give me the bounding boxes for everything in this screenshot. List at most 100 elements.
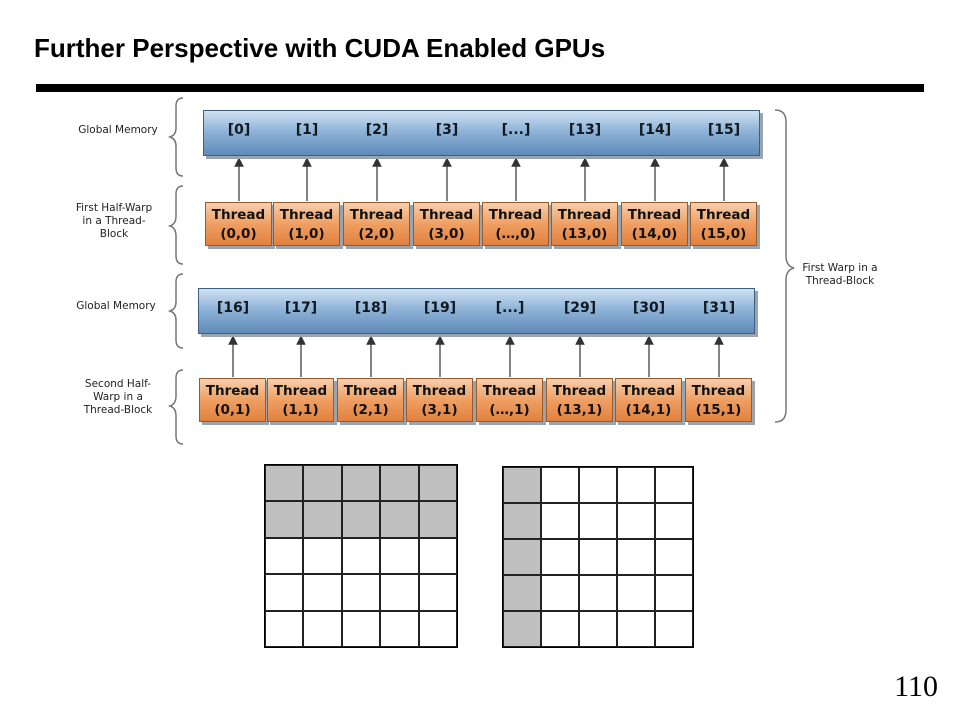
matrix-cell	[541, 575, 579, 611]
thread-b-1: Thread(1,1)	[267, 378, 334, 422]
matrix-cell	[303, 537, 342, 575]
thread-index: (…,1)	[489, 402, 530, 418]
matrix-cell	[380, 610, 419, 647]
matrix-grid-row-access	[264, 464, 458, 648]
matrix-cell	[655, 575, 693, 611]
matrix-cell	[303, 574, 342, 611]
thread-b-0: Thread(0,1)	[199, 378, 266, 422]
thread-index: (…,0)	[495, 226, 536, 242]
matrix-cell	[265, 537, 304, 575]
thread-b-3: Thread(3,1)	[406, 378, 473, 422]
memory-cell-b-0: [16]	[216, 300, 250, 316]
matrix-cell	[341, 465, 381, 502]
thread-a-7: Thread (15,0)	[690, 202, 757, 246]
thread-label: Thread	[696, 207, 751, 223]
label-global-memory-1: Global Memory	[78, 124, 158, 136]
matrix-cell	[655, 611, 693, 647]
matrix-cell	[655, 539, 693, 575]
global-memory-row-2	[198, 288, 755, 334]
memory-cell-b-3: [19]	[423, 300, 457, 316]
matrix-cell	[341, 574, 381, 611]
thread-label: Thread	[552, 383, 607, 399]
matrix-cell	[541, 539, 579, 575]
label-first-warp: First Warp in a Thread-Block	[802, 262, 878, 287]
brace-second-half-warp	[167, 369, 184, 445]
matrix-cell	[655, 467, 693, 503]
thread-index: (0,1)	[214, 402, 251, 418]
thread-label: Thread	[211, 207, 266, 223]
thread-a-0: Thread(0,0)	[205, 202, 272, 246]
thread-a-5: Thread(13,0)	[551, 202, 618, 246]
matrix-cell	[341, 537, 381, 575]
thread-index: (14,0)	[631, 226, 678, 242]
matrix-cell	[265, 574, 304, 611]
matrix-cell	[503, 611, 541, 647]
thread-index: (1,0)	[288, 226, 325, 242]
thread-a-2: Thread(2,0)	[343, 202, 410, 246]
matrix-cell	[341, 501, 381, 538]
thread-label: Thread	[557, 207, 612, 223]
matrix-cell	[380, 574, 419, 611]
memory-cell-a-6: [14]	[638, 122, 672, 138]
memory-cell-a-4: [...]	[501, 122, 531, 138]
matrix-cell	[617, 611, 655, 647]
matrix-cell	[617, 575, 655, 611]
thread-index: (2,1)	[352, 402, 389, 418]
thread-b-6: Thread(14,1)	[615, 378, 682, 422]
label-first-half-warp: First Half-Warp in a Thread- Block	[75, 202, 153, 240]
matrix-cell	[418, 610, 457, 647]
thread-label: Thread	[343, 383, 398, 399]
page-title: Further Perspective with CUDA Enabled GP…	[34, 33, 606, 63]
matrix-cell	[579, 467, 617, 503]
memory-cell-a-1: [1]	[295, 122, 319, 138]
thread-label: Thread	[627, 207, 682, 223]
thread-b-7: Thread(15,1)	[685, 378, 752, 422]
thread-index: (3,0)	[428, 226, 465, 242]
memory-cell-a-7: [15]	[707, 122, 741, 138]
matrix-cell	[617, 539, 655, 575]
thread-b-2: Thread (2,1)	[337, 378, 404, 422]
label-second-half-warp: Second Half- Warp in a Thread-Block	[83, 378, 153, 416]
matrix-cell	[541, 467, 579, 503]
matrix-cell	[265, 610, 304, 647]
memory-cell-b-6: [30]	[632, 300, 666, 316]
thread-label: Thread	[412, 383, 467, 399]
thread-a-3: Thread(3,0)	[413, 202, 480, 246]
thread-a-1: Thread(1,0)	[273, 202, 340, 246]
matrix-cell	[503, 503, 541, 539]
thread-a-6: Thread (14,0)	[621, 202, 688, 246]
matrix-cell	[341, 610, 381, 647]
matrix-cell	[541, 611, 579, 647]
matrix-cell	[303, 501, 342, 538]
matrix-cell	[503, 539, 541, 575]
memory-cell-b-1: [17]	[284, 300, 318, 316]
matrix-cell	[579, 575, 617, 611]
matrix-cell	[655, 503, 693, 539]
matrix-cell	[579, 539, 617, 575]
thread-index: (15,0)	[700, 226, 747, 242]
matrix-cell	[418, 501, 457, 538]
matrix-cell	[418, 465, 457, 502]
matrix-cell	[380, 537, 419, 575]
thread-label: Thread	[488, 207, 543, 223]
thread-index: (14,1)	[625, 402, 672, 418]
memory-cell-b-5: [29]	[563, 300, 597, 316]
matrix-cell	[418, 574, 457, 611]
thread-index: (13,1)	[556, 402, 603, 418]
thread-b-5: Thread (13,1)	[546, 378, 613, 422]
matrix-cell	[617, 503, 655, 539]
matrix-cell	[503, 575, 541, 611]
thread-a-4: Thread (…,0)	[482, 202, 549, 246]
page-number: 110	[894, 670, 938, 703]
memory-cell-a-5: [13]	[568, 122, 602, 138]
matrix-cell	[579, 611, 617, 647]
global-memory-row-1	[203, 110, 760, 156]
thread-index: (2,0)	[358, 226, 395, 242]
memory-cell-a-0: [0]	[227, 122, 251, 138]
memory-cell-a-2: [2]	[365, 122, 389, 138]
matrix-cell	[503, 467, 541, 503]
matrix-grid-column-access	[502, 466, 694, 648]
matrix-cell	[579, 503, 617, 539]
title-rule	[36, 84, 924, 92]
